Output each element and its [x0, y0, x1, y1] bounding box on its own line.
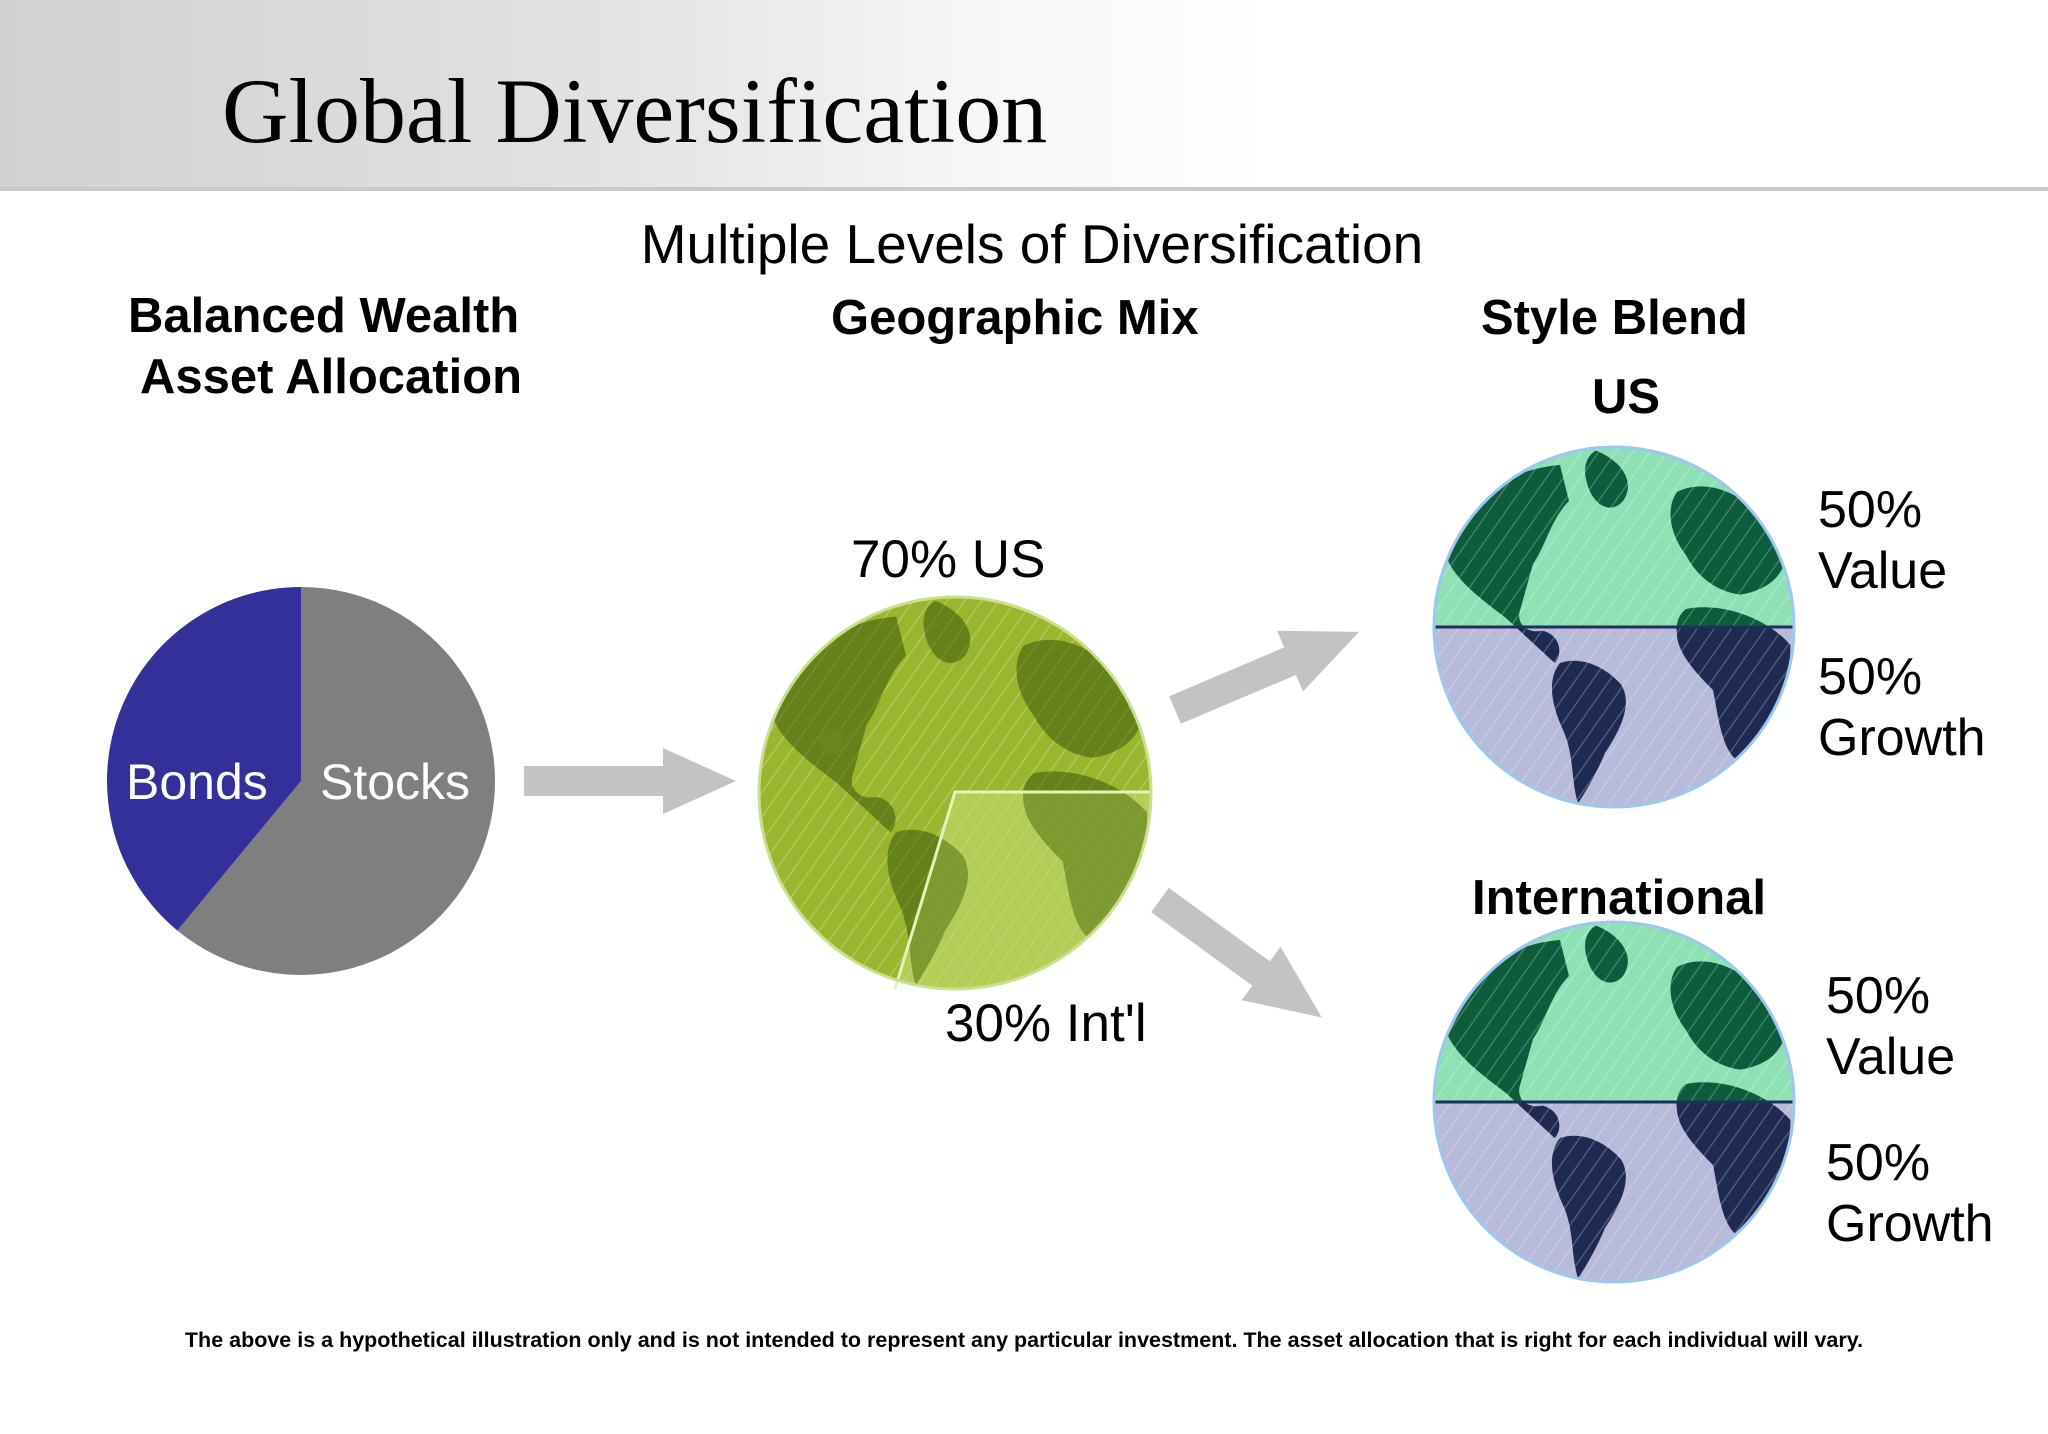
- us-value-text: Value: [1818, 542, 1948, 600]
- disclaimer: The above is a hypothetical illustration…: [184, 1328, 1864, 1352]
- globe-us-style: [1432, 445, 1796, 809]
- pie-slice-stocks: [177, 587, 496, 976]
- us-share-label: 70% US: [851, 530, 1046, 589]
- title-band: [0, 0, 2048, 191]
- style-heading: Style Blend: [1481, 291, 1748, 345]
- allocation-heading-line1: Balanced Wealth: [128, 289, 520, 343]
- allocation-pie: [107, 587, 496, 976]
- intl-share-label: 30% Int'l: [945, 994, 1147, 1053]
- intl-value-text: Value: [1826, 1028, 1956, 1086]
- diagram-subtitle: Multiple Levels of Diversification: [640, 213, 1424, 275]
- style-intl-heading: International: [1472, 871, 1767, 925]
- intl-growth-pct: 50%: [1826, 1134, 1931, 1192]
- arrow-to-us-style: [1169, 630, 1360, 724]
- allocation-heading-line2: Asset Allocation: [140, 350, 523, 404]
- geographic-heading: Geographic Mix: [831, 291, 1199, 345]
- us-growth-label: 50% Growth: [1818, 647, 1986, 769]
- globe-geographic: [757, 595, 1153, 991]
- us-value-label: 50% Value: [1818, 480, 1947, 602]
- pie-label-bonds: Bonds: [126, 754, 268, 810]
- intl-growth-text: Growth: [1826, 1195, 1994, 1253]
- page-title: Global Diversification: [222, 60, 1048, 162]
- us-value-pct: 50%: [1818, 481, 1923, 539]
- us-growth-pct: 50%: [1818, 648, 1923, 706]
- globe-intl-style: [1432, 920, 1796, 1284]
- arrow-to-geographic: [524, 748, 736, 814]
- intl-value-pct: 50%: [1826, 967, 1931, 1025]
- intl-growth-label: 50% Growth: [1826, 1133, 1994, 1255]
- pie-slice-bonds: [107, 587, 301, 931]
- pie-label-stocks: Stocks: [320, 754, 471, 810]
- us-growth-text: Growth: [1818, 709, 1986, 767]
- style-us-heading: US: [1592, 370, 1661, 424]
- intl-value-label: 50% Value: [1826, 966, 1955, 1088]
- arrow-to-intl-style: [1151, 887, 1322, 1018]
